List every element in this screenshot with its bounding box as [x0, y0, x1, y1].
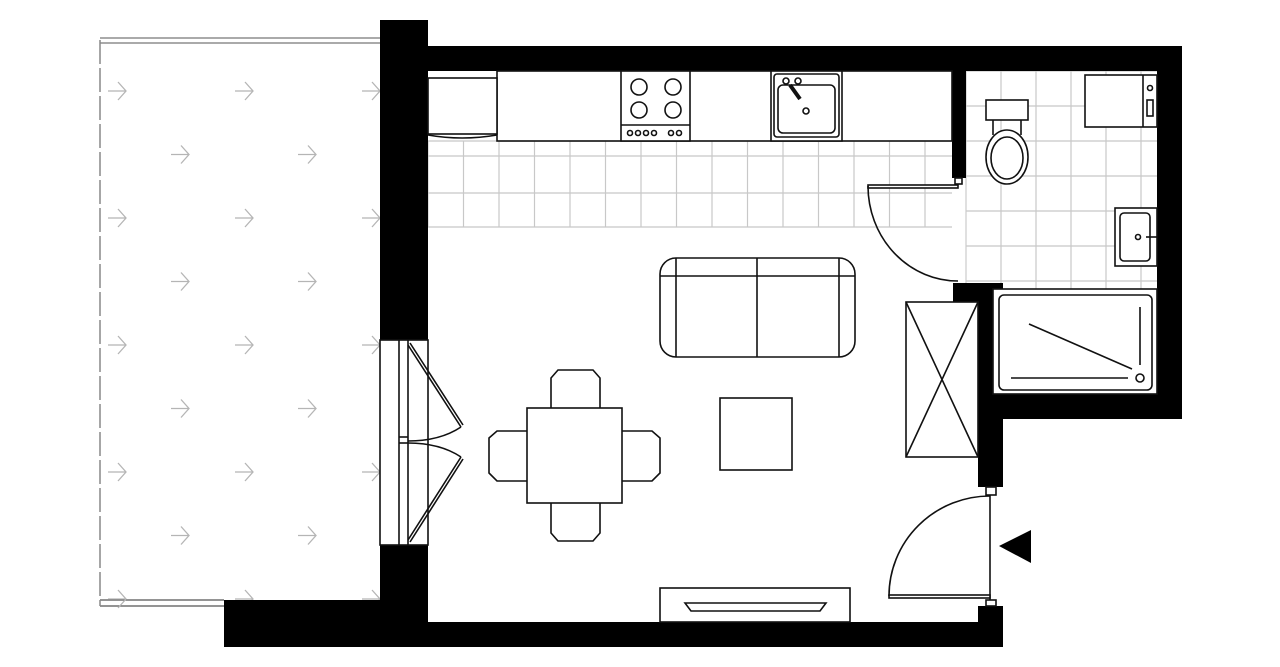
balcony-arrow-icon: [171, 145, 190, 164]
balcony-arrow-icon: [108, 462, 127, 482]
kitchen-sink-icon: [770, 70, 843, 142]
fridge-icon: [427, 77, 498, 139]
toilet-icon: [985, 99, 1029, 185]
walls: [224, 20, 1182, 647]
entrance-arrow-icon: [999, 530, 1031, 563]
balcony-floor-arrows: [108, 81, 381, 609]
balcony-arrow-icon: [108, 81, 127, 101]
washing-machine-icon: [1084, 74, 1158, 128]
coffee-table: [719, 397, 793, 471]
balcony-arrow-icon: [235, 335, 254, 355]
balcony-arrow-icon: [108, 589, 127, 609]
balcony-arrow-icon: [235, 462, 254, 482]
balcony-arrow-icon: [235, 208, 254, 228]
balcony-arrow-icon: [298, 399, 317, 418]
dining-table-icon: [488, 369, 661, 542]
bathroom-door[interactable]: [867, 177, 967, 283]
balcony-arrow-icon: [108, 335, 127, 355]
washbasin-icon: [1114, 207, 1158, 267]
sofa-icon: [659, 257, 856, 358]
balcony-arrow-icon: [298, 145, 317, 164]
bathroom: [985, 74, 1158, 395]
balcony-arrow-icon: [171, 272, 190, 291]
entrance-door[interactable]: [888, 486, 997, 607]
balcony-arrow-icon: [298, 272, 317, 291]
kitchen-counter: [427, 70, 953, 142]
balcony-arrow-icon: [171, 399, 190, 418]
bathtub-icon: [992, 288, 1158, 395]
balcony-window[interactable]: [379, 339, 464, 546]
wardrobe-icon: [905, 301, 979, 458]
tv-unit-icon: [659, 587, 851, 623]
balcony-arrow-icon: [171, 526, 190, 545]
balcony-arrow-icon: [298, 526, 317, 545]
stove-icon: [620, 70, 691, 142]
balcony-arrow-icon: [108, 208, 127, 228]
balcony-arrow-icon: [235, 81, 254, 101]
balcony: [99, 37, 381, 609]
